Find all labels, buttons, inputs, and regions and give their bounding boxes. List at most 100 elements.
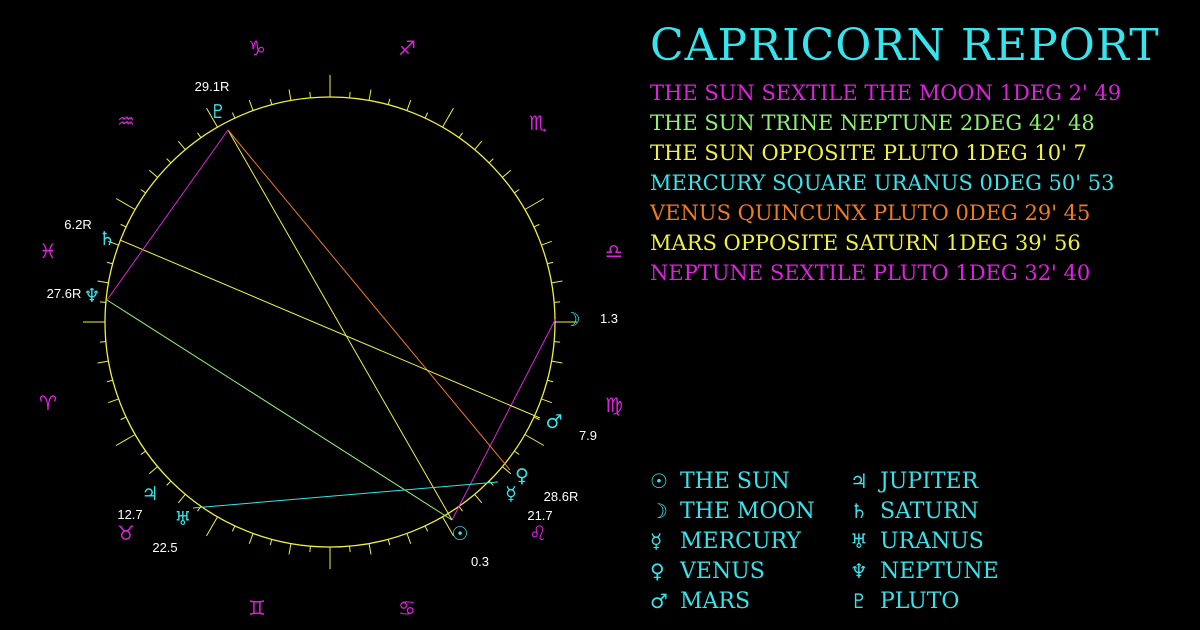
aspect-line-sun-neptune — [106, 299, 453, 521]
legend-label: THE SUN — [680, 468, 790, 494]
aspect-item: THE SUN SEXTILE THE MOON 1DEG 2' 49 — [650, 81, 1122, 105]
degree-tick — [554, 301, 561, 303]
degree-tick — [106, 261, 113, 265]
legend-label: JUPITER — [880, 468, 979, 494]
degree-tick — [524, 198, 545, 210]
libra-icon: ♎ — [605, 239, 623, 263]
scorpio-icon: ♏ — [529, 111, 547, 135]
pluto-icon: ♇ — [209, 101, 226, 123]
aspect-line-neptune-pluto — [106, 129, 229, 301]
venus-icon: ♀ — [515, 465, 529, 487]
legend-item-saturn: ♄SATURN — [850, 496, 1050, 526]
degree-tick — [206, 516, 218, 537]
degree-tick — [269, 98, 273, 105]
degree-tick — [424, 112, 429, 119]
uranus-degree: 22.5 — [152, 540, 177, 555]
pluto-degree: 29.1R — [195, 79, 230, 94]
legend-label: THE MOON — [680, 498, 815, 524]
degree-tick — [458, 132, 463, 138]
aspect-line-sun-moon — [451, 317, 557, 521]
degree-tick — [288, 543, 292, 555]
saturn-icon: ♄ — [850, 499, 868, 523]
legend-item-venus: ♀VENUS — [650, 556, 850, 586]
capricorn-icon: ♑ — [248, 36, 266, 60]
mercury-icon: ☿ — [505, 483, 517, 505]
planet-degree-labels: 29.1R 6.2R 27.6R 1.3 7.9 28.6R 21.7 0.3 … — [47, 79, 618, 569]
legend-item-neptune: ♆ NEPTUNE — [850, 556, 1050, 586]
degree-tick — [533, 223, 540, 228]
jupiter-icon: ♃ — [850, 469, 868, 493]
degree-tick — [248, 533, 254, 544]
degree-tick — [197, 132, 202, 138]
degree-tick — [148, 169, 158, 178]
legend-item-uranus: ♅URANUS — [850, 526, 1050, 556]
legend-label: PLUTO — [880, 588, 960, 614]
uranus-icon: ♅ — [174, 508, 191, 530]
degree-tick — [140, 189, 146, 194]
natal-chart-wheel: ♑ ♐ ♏ ♎ ♍ ♌ ♋ ♊ ♉ ♈ ♓ ♒ ♇ ♄ ♆ ☽ ♂ ♀ ☿ ☉ … — [39, 36, 623, 620]
degree-tick — [120, 223, 127, 228]
degree-tick — [533, 416, 540, 421]
neptune-icon: ♆ — [850, 559, 868, 583]
degree-tick — [541, 240, 552, 246]
gemini-icon: ♊ — [248, 596, 266, 620]
degree-tick — [108, 240, 119, 246]
degree-tick — [97, 360, 109, 364]
cancer-icon: ♋ — [398, 596, 416, 620]
report-title: CAPRICORN REPORT — [650, 20, 1160, 71]
degree-tick — [514, 450, 520, 455]
aspect-item: MERCURY SQUARE URANUS 0DEG 50' 53 — [650, 171, 1115, 195]
aspect-line-venus-pluto — [227, 129, 511, 471]
venus-degree: 28.6R — [544, 489, 579, 504]
degree-tick — [387, 539, 391, 546]
degree-tick — [106, 379, 113, 383]
degree-tick — [541, 398, 552, 404]
venus-icon: ♀ — [650, 559, 665, 583]
sun-icon: ☉ — [650, 469, 668, 493]
degree-tick — [488, 480, 494, 486]
aspect-item: THE SUN TRINE NEPTUNE 2DEG 42' 48 — [650, 111, 1095, 135]
aspect-item: NEPTUNE SEXTILE PLUTO 1DEG 32' 40 — [650, 261, 1091, 285]
degree-tick — [474, 494, 483, 504]
degree-tick — [551, 280, 563, 284]
degree-tick — [177, 494, 186, 504]
degree-tick — [115, 198, 136, 210]
jupiter-icon: ♃ — [141, 483, 158, 505]
degree-tick — [387, 98, 391, 105]
degree-tick — [248, 100, 254, 111]
sun-icon: ☉ — [451, 523, 468, 545]
neptune-icon: ♆ — [83, 285, 100, 307]
degree-tick — [140, 450, 146, 455]
degree-tick — [502, 466, 512, 475]
legend-label: NEPTUNE — [880, 558, 999, 584]
degree-tick — [99, 341, 106, 343]
aspect-item: VENUS QUINCUNX PLUTO 0DEG 29' 45 — [650, 201, 1091, 225]
degree-tick — [115, 434, 136, 446]
aquarius-icon: ♒ — [117, 109, 135, 133]
degree-tick — [488, 158, 494, 164]
legend-item-jupiter: ♃ JUPITER — [850, 466, 1050, 496]
moon-degree: 1.3 — [600, 311, 618, 326]
degree-tick — [368, 543, 372, 555]
chart-circle — [104, 96, 556, 548]
legend-label: URANUS — [880, 528, 984, 554]
degree-tick — [166, 480, 172, 486]
degree-tick — [349, 91, 351, 98]
degree-tick — [547, 261, 554, 265]
sun-degree: 0.3 — [471, 554, 489, 569]
degree-tick — [120, 416, 127, 421]
mercury-degree: 21.7 — [527, 508, 552, 523]
leo-icon: ♌ — [529, 521, 547, 545]
aries-icon: ♈ — [39, 391, 57, 415]
mercury-icon: ☿ — [650, 529, 663, 553]
neptune-degree: 27.6R — [47, 286, 82, 301]
degree-tick — [177, 140, 186, 150]
legend-item-sun: ☉ THE SUN — [650, 466, 850, 496]
degree-tick — [231, 525, 236, 532]
aspect-lines — [106, 129, 557, 521]
moon-icon: ☽ — [563, 309, 580, 331]
aspect-item: MARS OPPOSITE SATURN 1DEG 39' 56 — [650, 231, 1081, 255]
sagittarius-icon: ♐ — [398, 36, 416, 60]
degree-tick — [99, 301, 106, 303]
zodiac-signs: ♑ ♐ ♏ ♎ ♍ ♌ ♋ ♊ ♉ ♈ ♓ ♒ — [39, 36, 623, 620]
